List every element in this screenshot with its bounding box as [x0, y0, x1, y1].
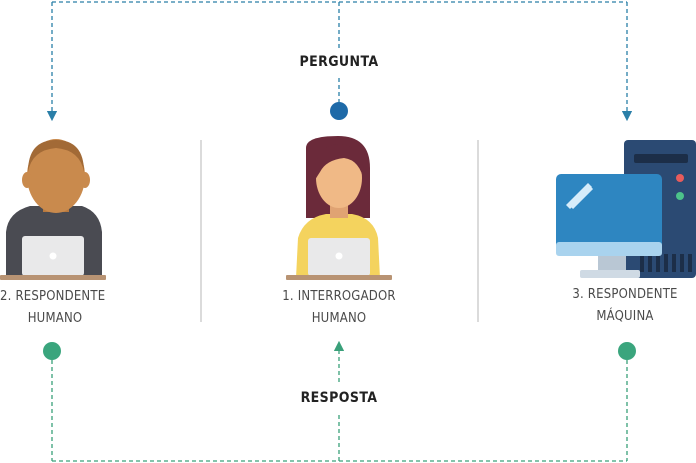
- question-flow: [46, 1, 633, 122]
- question-label: PERGUNTA: [299, 54, 379, 70]
- question-origin-dot: [330, 102, 348, 120]
- participant-label-line1: 1. INTERROGADOR: [282, 289, 396, 304]
- answer-flow: [43, 340, 636, 462]
- interrogator-icon: [286, 136, 392, 280]
- participant-label-human-respondent: 2. RESPONDENTE HUMANO: [0, 286, 110, 330]
- answer-label: RESPOSTA: [300, 390, 378, 406]
- participant-label-line2: HUMANO: [311, 311, 367, 326]
- participant-label-line2: HUMANO: [27, 311, 83, 326]
- participant-label-line1: 3. RESPONDENTE: [572, 287, 678, 302]
- answer-dot-right: [618, 342, 636, 360]
- participant-label-line1: 2. RESPONDENTE: [0, 289, 106, 304]
- computer-icon: [556, 140, 696, 278]
- participant-label-interrogator: 1. INTERROGADOR HUMANO: [264, 286, 414, 330]
- participant-label-machine-respondent: 3. RESPONDENTE MÁQUINA: [550, 284, 696, 328]
- answer-dot-left: [43, 342, 61, 360]
- human-respondent-icon: [0, 139, 106, 280]
- participant-label-line2: MÁQUINA: [596, 309, 654, 324]
